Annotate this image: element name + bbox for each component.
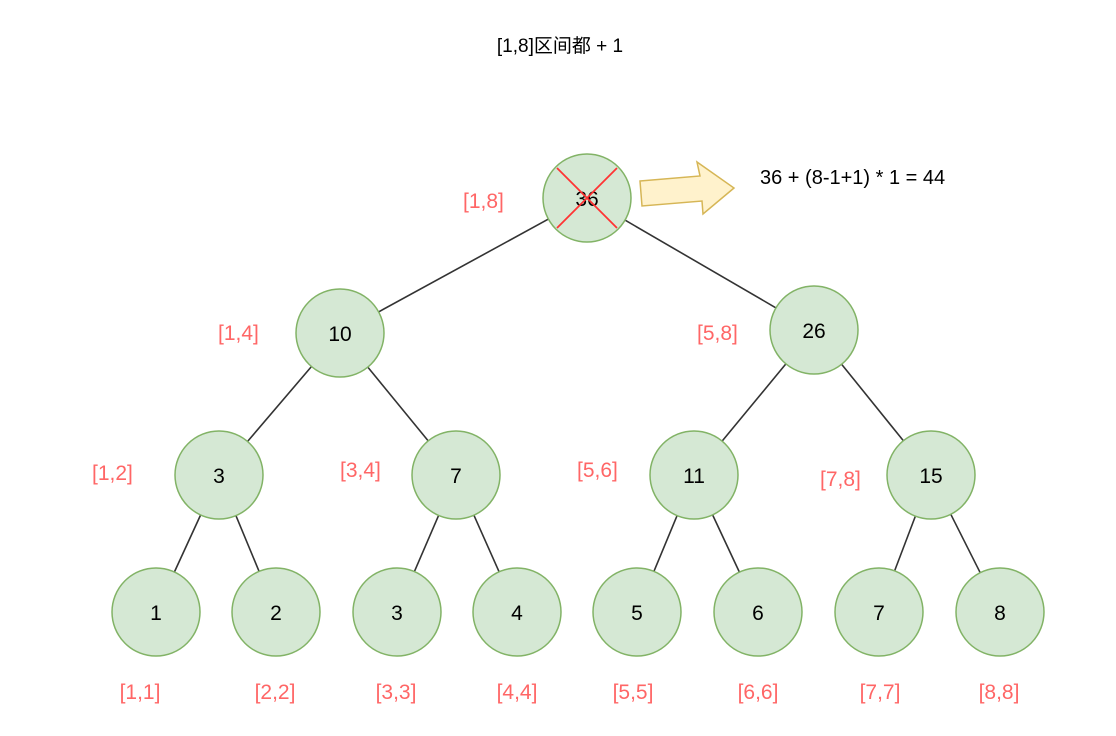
cross-mark-line [556,167,618,229]
node-circle [649,430,739,520]
node-value: 3 [213,465,225,488]
update-arrow [639,160,736,216]
node-circle [295,288,385,378]
node-value: 26 [802,320,825,343]
range-label: [7,8] [820,468,861,491]
range-label: [1,8] [463,190,504,213]
node-value: 10 [328,323,351,346]
range-label: [6,6] [738,681,779,704]
tree-node-n3: 26 [769,285,859,375]
tree-node-n4: 3 [174,430,264,520]
node-circle [411,430,501,520]
node-circle [472,567,562,657]
range-label: [3,4] [340,459,381,482]
tree-node-n8: 1 [111,567,201,657]
tree-edge-n7-n14 [893,515,917,572]
range-label: [8,8] [979,681,1020,704]
tree-node-n5: 7 [411,430,501,520]
node-value: 1 [150,602,162,625]
range-label: [4,4] [497,681,538,704]
tree-edge-n2-n5 [367,366,429,442]
node-value: 36 [575,188,598,211]
node-circle [231,567,321,657]
tree-node-n2: 10 [295,288,385,378]
tree-edges [173,218,981,574]
tree-edge-n6-n13 [711,514,741,573]
node-value: 15 [919,465,942,488]
tree-node-n6: 11 [649,430,739,520]
tree-node-n7: 15 [886,430,976,520]
node-circle [955,567,1045,657]
node-value: 11 [683,465,705,488]
update-formula: 36 + (8-1+1) * 1 = 44 [760,167,945,189]
tree-nodes: 36 10 26 3 7 11 15 1 2 3 4 5 6 7 8 [111,153,1045,657]
diagram-title: [1,8]区间都 + 1 [497,35,623,57]
range-label: [5,8] [697,322,738,345]
node-circle [174,430,264,520]
tree-node-n13: 6 [713,567,803,657]
tree-edge-n7-n15 [950,513,981,574]
node-value: 8 [994,602,1006,625]
node-value: 2 [270,602,282,625]
node-value: 3 [391,602,403,625]
right-arrow-icon [639,160,736,216]
range-labels: [1,8] [1,4] [5,8] [1,2] [3,4] [5,6] [7,8] [1,1]… [92,190,1019,704]
node-value: 7 [873,602,885,625]
node-value: 4 [511,602,523,625]
range-label: [1,1] [120,681,161,704]
tree-edge-n3-n7 [840,363,905,442]
range-label: [2,2] [255,681,296,704]
tree-node-n9: 2 [231,567,321,657]
range-label: [1,4] [218,322,259,345]
node-circle [834,567,924,657]
tree-edge-n4-n9 [235,515,260,572]
node-circle [352,567,442,657]
tree-edge-n5-n10 [413,515,440,572]
range-label: [1,2] [92,462,133,485]
tree-edge-n4-n8 [173,514,202,573]
tree-node-n1: 36 [542,153,632,243]
tree-edge-n6-n12 [653,515,678,572]
node-circle [713,567,803,657]
range-label: [3,3] [376,681,417,704]
node-value: 5 [631,602,643,625]
tree-node-n10: 3 [352,567,442,657]
tree-edge-n1-n3 [624,219,777,309]
node-circle [886,430,976,520]
node-circle [592,567,682,657]
tree-edge-n3-n6 [721,363,787,442]
range-label: [5,6] [577,459,618,482]
tree-node-n12: 5 [592,567,682,657]
tree-edge-n2-n4 [246,365,313,443]
node-value: 7 [450,465,462,488]
node-value: 6 [752,602,764,625]
node-circle [111,567,201,657]
tree-edge-n1-n2 [378,218,549,313]
tree-edge-n5-n11 [473,514,500,573]
tree-node-n15: 8 [955,567,1045,657]
tree-node-n11: 4 [472,567,562,657]
range-label: [5,5] [613,681,654,704]
tree-node-n14: 7 [834,567,924,657]
node-circle [769,285,859,375]
range-label: [7,7] [860,681,901,704]
